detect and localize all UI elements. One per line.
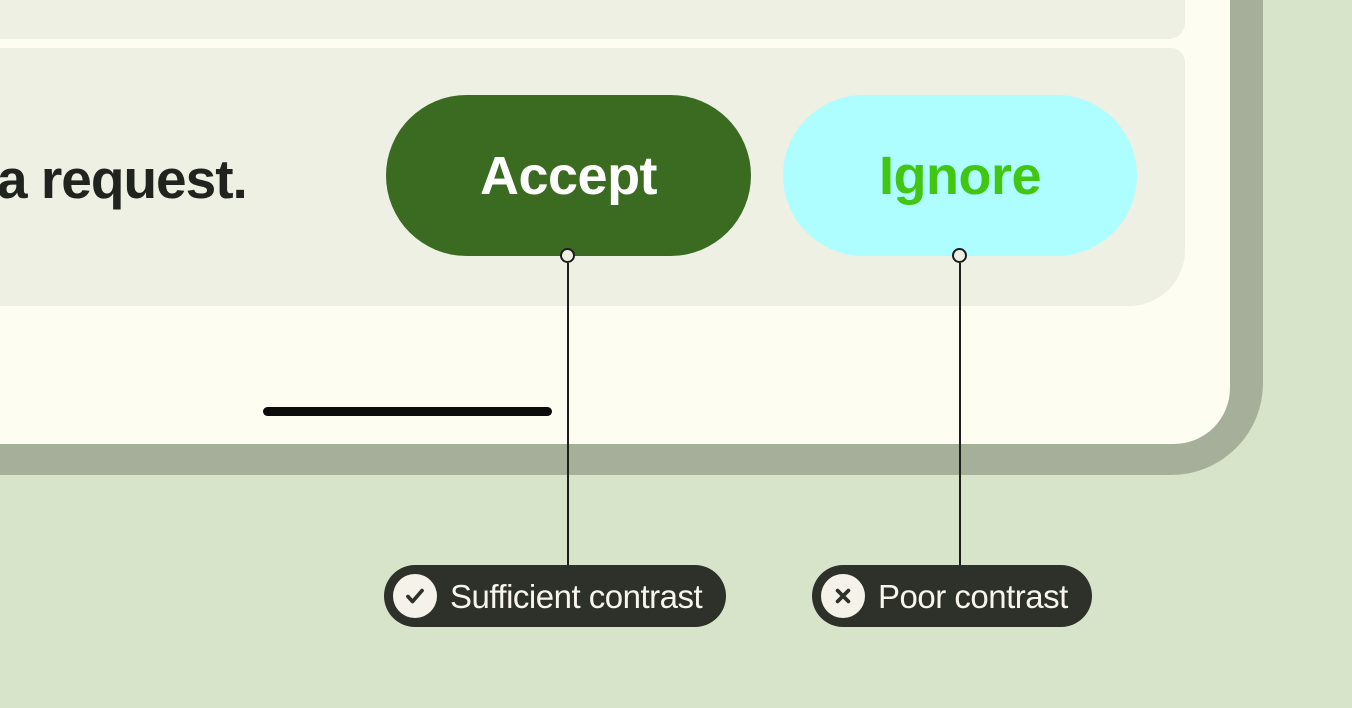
- content-panel-top: [0, 0, 1185, 39]
- poor-contrast-label: Poor contrast: [878, 577, 1068, 615]
- accept-connector-dot: [560, 248, 575, 263]
- message-text: a request.: [0, 148, 248, 210]
- divider-bar: [263, 407, 552, 416]
- ignore-connector-dot: [952, 248, 967, 263]
- poor-contrast-callout: Poor contrast: [812, 565, 1092, 627]
- check-icon: [393, 574, 437, 618]
- ignore-button[interactable]: Ignore: [783, 95, 1137, 256]
- x-icon: [821, 574, 865, 618]
- sufficient-contrast-label: Sufficient contrast: [450, 577, 703, 615]
- accept-connector-line: [567, 263, 569, 566]
- sufficient-contrast-callout: Sufficient contrast: [384, 565, 727, 627]
- accept-button[interactable]: Accept: [386, 95, 751, 256]
- ignore-connector-line: [959, 263, 961, 566]
